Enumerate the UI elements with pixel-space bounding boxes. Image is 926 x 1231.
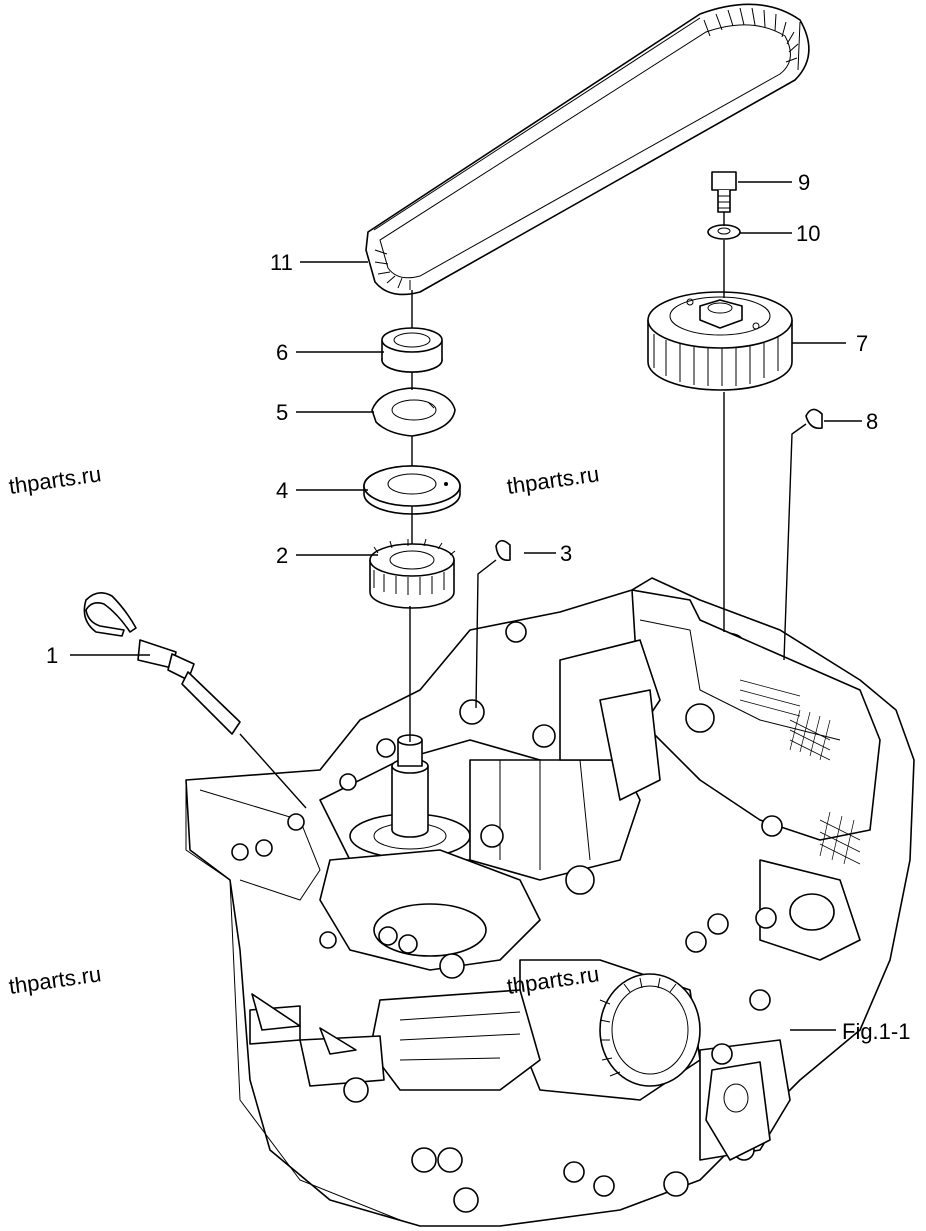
callout-11: 11 <box>270 250 293 275</box>
key-part-8 <box>805 408 823 430</box>
callout-2: 2 <box>276 543 288 568</box>
crank-sprocket-part-2 <box>369 538 456 609</box>
dipstick-part-1 <box>83 592 241 735</box>
callout-10: 10 <box>796 221 820 246</box>
callout-5: 5 <box>276 400 288 425</box>
callout-8: 8 <box>866 409 878 434</box>
callout-4: 4 <box>276 478 288 503</box>
watermark-1: thparts.ru <box>7 461 103 499</box>
callout-6: 6 <box>276 340 288 365</box>
collar-part-6 <box>381 327 443 373</box>
leader-lines <box>70 181 862 1031</box>
callout-labels: 1 2 3 4 5 6 7 8 9 10 11 Fig.1-1 <box>46 170 910 1044</box>
washer-part-10 <box>707 224 741 240</box>
engine-block-assembly <box>185 577 915 1227</box>
key-part-3 <box>495 539 511 562</box>
callout-9: 9 <box>798 170 810 195</box>
callout-1: 1 <box>46 643 58 668</box>
watermark-2: thparts.ru <box>505 461 601 499</box>
bolt-part-9 <box>711 171 737 213</box>
figure-label: Fig.1-1 <box>842 1019 910 1044</box>
cam-sprocket-part-7 <box>647 291 793 391</box>
callout-3: 3 <box>560 541 572 566</box>
watermark-3: thparts.ru <box>7 961 103 999</box>
plate-part-5 <box>371 387 456 437</box>
timing-belt-part-11 <box>365 3 810 296</box>
callout-7: 7 <box>856 331 868 356</box>
